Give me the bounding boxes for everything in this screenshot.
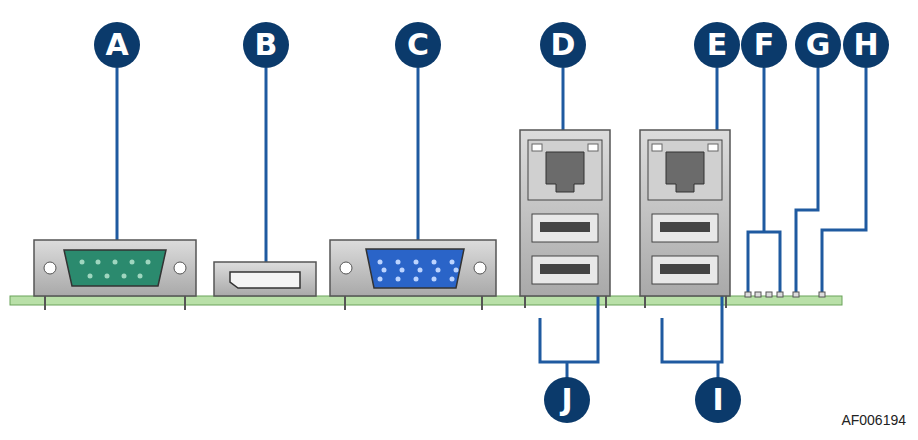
callout-letter: B	[243, 22, 289, 68]
callout-letter: F	[741, 22, 787, 68]
callout-letter: C	[395, 22, 441, 68]
callout-letter: J	[544, 377, 590, 423]
callout-letter: A	[94, 22, 140, 68]
callout-letter: H	[843, 22, 889, 68]
callout-letter: I	[695, 377, 741, 423]
callout-letter: G	[795, 22, 841, 68]
callout-letter: D	[540, 22, 586, 68]
figure-code: AF006194	[841, 412, 906, 428]
callout-letter: E	[694, 22, 740, 68]
